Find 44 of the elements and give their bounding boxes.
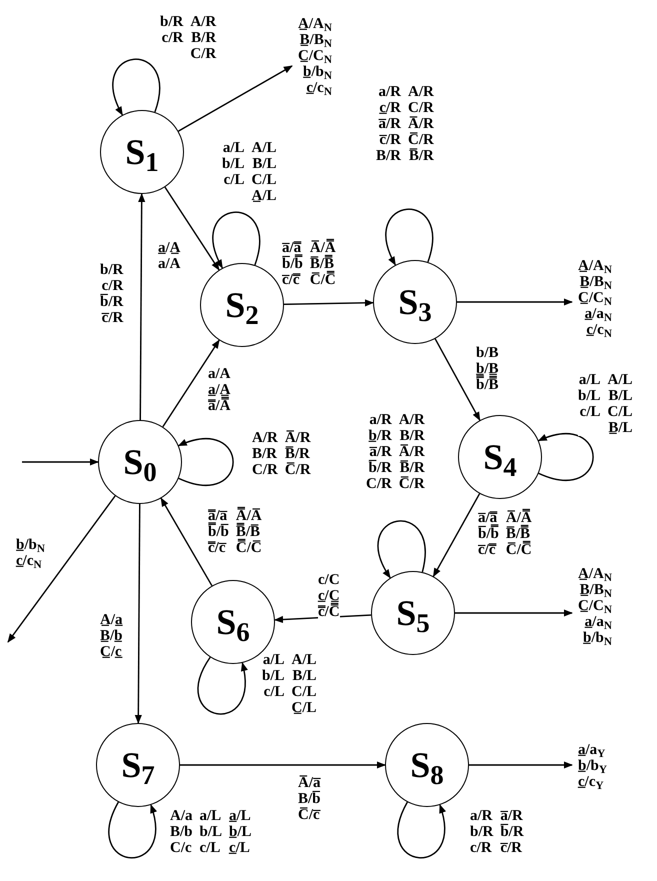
transition-arrow — [180, 761, 386, 769]
edge-label: a/L A/L b/L B/L c/L C/L A̲/L — [222, 140, 277, 204]
self-loop-arrow — [112, 58, 160, 116]
transition-arrow — [134, 504, 142, 724]
transition-arrow — [138, 193, 146, 420]
self-loop-arrow — [385, 208, 433, 266]
transition-arrow — [469, 761, 573, 769]
transition-arrow — [178, 65, 293, 132]
state-name: S$_{0}$ — [123, 444, 157, 480]
self-loop-arrow — [178, 438, 234, 486]
transition-arrow — [434, 338, 480, 421]
self-loop-arrow — [198, 656, 248, 714]
state-name: S$_{2}$ — [225, 287, 259, 323]
edge-label: a/L A/L b/L B/L c/L C/L B̲/L — [578, 372, 633, 436]
transition-arrow — [284, 299, 374, 306]
state-name: S$_{4}$ — [483, 439, 517, 475]
self-loop-arrow — [378, 520, 426, 579]
edge-label: A/a a/L a̲/L B/b b/L b̲/L C/c c/L c̲/L — [170, 808, 252, 856]
edge-label: A̲/A$_{N}$ B̲/B$_{N}$ C̲/C$_{N}$ a̲/a$_{N}$ b̲/b$_{N}$ — [578, 566, 612, 646]
transition-arrow — [164, 186, 220, 271]
transition-arrow — [457, 298, 573, 306]
state-name: S$_{6}$ — [216, 604, 250, 640]
edge-label: a/L A/L b/L B/L c/L C/L C̲/L — [262, 652, 317, 716]
transition-arrow — [7, 495, 116, 643]
state-name: S$_{5}$ — [396, 595, 430, 631]
edge-label: A̲/A$_{N}$ B̲/B$_{N}$ C̲/C$_{N}$ b̲/b$_{N}$ c̲/c$_{N}$ — [298, 16, 332, 96]
edge-label: A̲/A$_{N}$ B̲/B$_{N}$ C̲/C$_{N}$ a̲/a$_{N}$ c̲/c$_{N}$ — [578, 258, 612, 338]
transition-arrow — [455, 609, 573, 617]
edge-label: a̲/a$_{Y}$ b̲/b$_{Y}$ c̲/c$_{Y}$ — [578, 742, 607, 790]
transition-arrow — [160, 498, 212, 586]
edge-label: c/C c̲/C̲ c̿/C̿ — [318, 572, 340, 620]
state-name: S$_{8}$ — [410, 747, 444, 783]
self-loop-arrow — [538, 433, 594, 481]
state-name: S$_{3}$ — [398, 284, 432, 320]
state-name: S$_{1}$ — [125, 134, 159, 170]
self-loop-arrow — [212, 212, 260, 269]
state-name: S$_{7}$ — [121, 747, 155, 783]
edge-label: A̲/a̲ B̲/b̲ C̲/c̲ — [100, 612, 123, 660]
transition-arrow — [22, 458, 99, 466]
self-loop-arrow — [108, 802, 156, 858]
transition-arrow — [432, 493, 480, 578]
edge-label: b̲/b$_{N}$ c̲/c$_{N}$ — [16, 537, 45, 569]
self-loop-arrow — [397, 802, 446, 858]
transition-arrow — [162, 339, 220, 428]
